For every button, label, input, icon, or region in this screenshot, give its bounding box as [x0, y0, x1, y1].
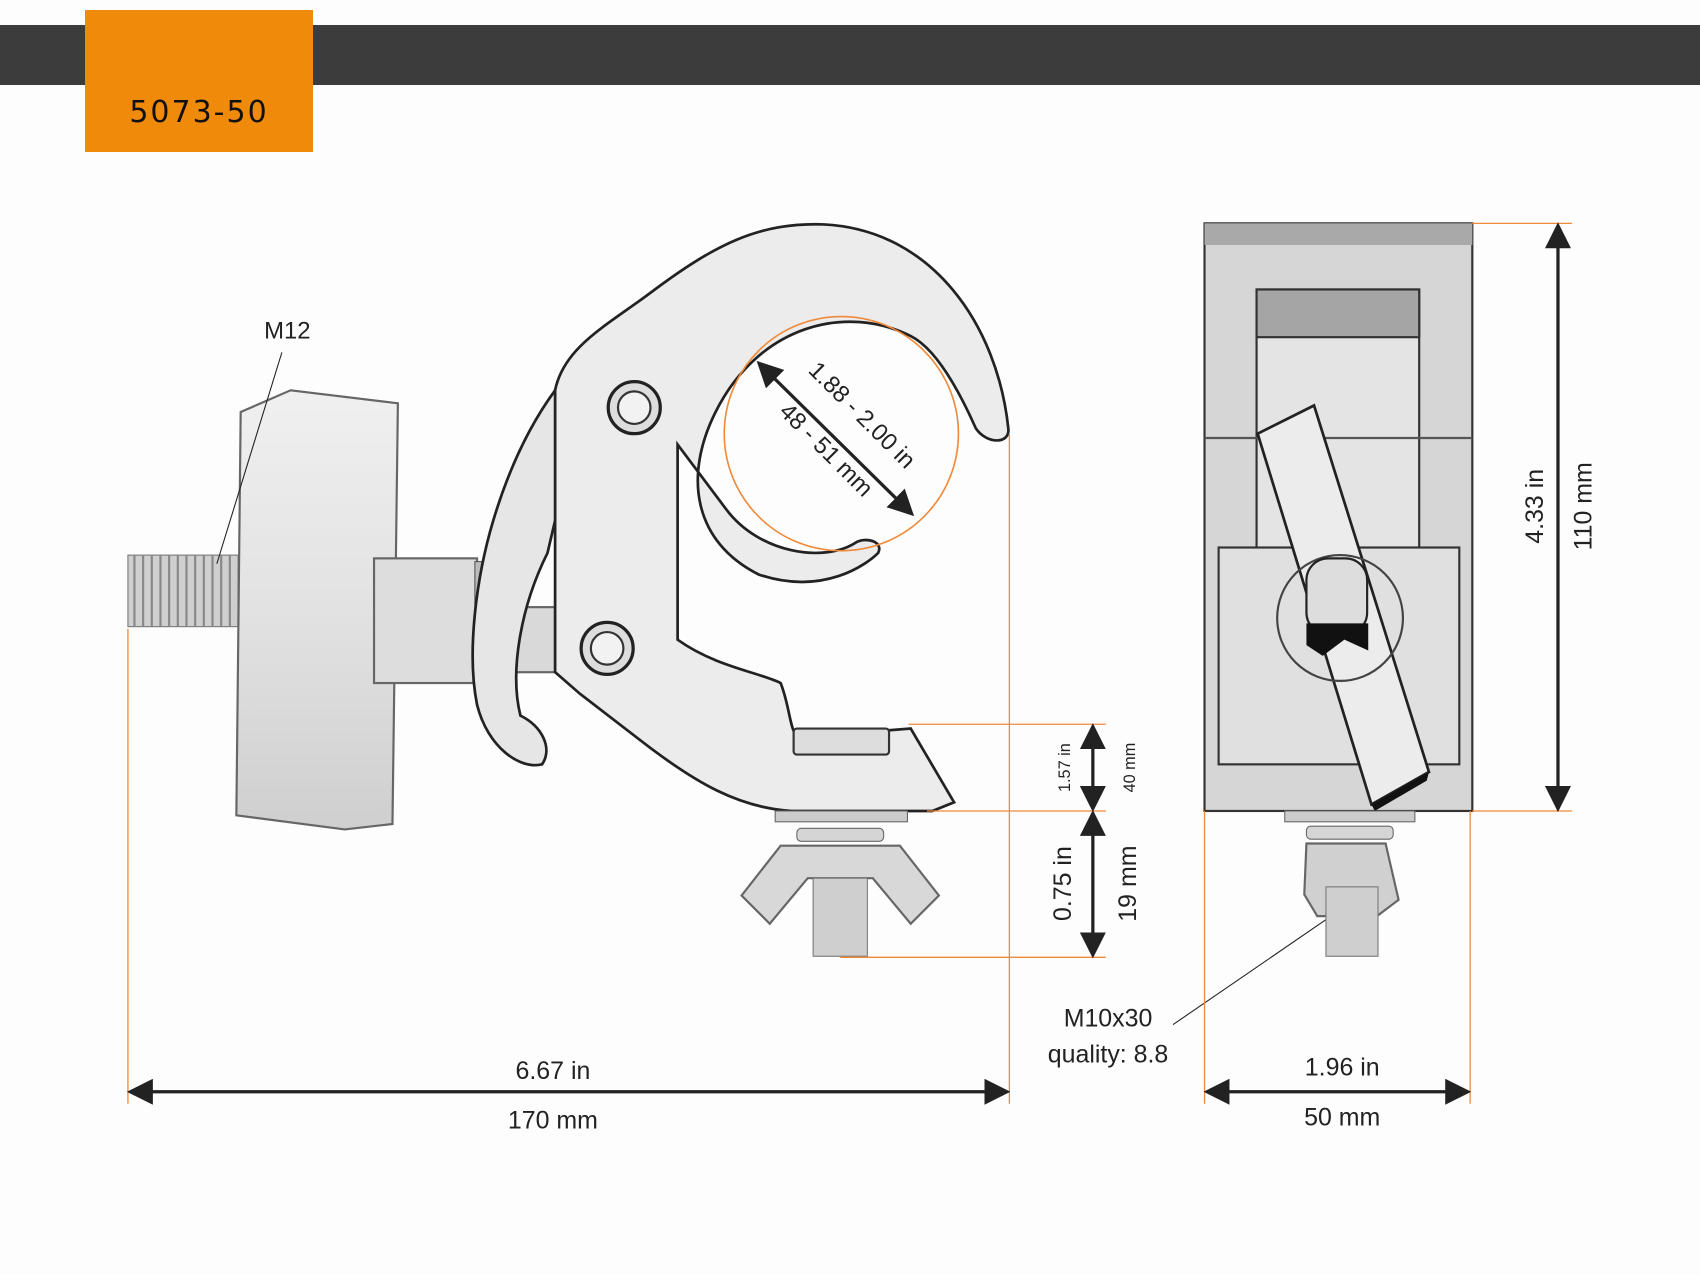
bolt-quality: quality: 8.8 — [1048, 1041, 1169, 1069]
side-view-clamp — [127, 222, 1010, 957]
bolt-thread — [812, 877, 868, 957]
jaw-gap-in: 1.57 in — [1056, 743, 1074, 792]
thread-main-label: M12 — [264, 317, 310, 344]
jaw-pad — [792, 727, 891, 756]
length-dimension — [127, 433, 1011, 1104]
part-number: 5073-50 — [129, 95, 269, 130]
bolt-spec: M10x30 — [1064, 1005, 1153, 1033]
shaft — [372, 557, 479, 685]
lever — [471, 386, 557, 767]
bolt-protrusion-in: 0.75 in — [1049, 846, 1077, 921]
jaw-dimension-lines — [840, 723, 1106, 958]
length-in: 6.67 in — [516, 1057, 591, 1085]
clamp-body — [553, 222, 1010, 813]
bolt-leader-line — [1172, 910, 1340, 1026]
bolt-protrusion-mm: 19 mm — [1114, 846, 1142, 922]
length-mm: 170 mm — [508, 1107, 598, 1135]
height-in: 4.33 in — [1521, 469, 1549, 544]
jaw-gap-mm: 40 mm — [1121, 743, 1139, 793]
wing-nut — [740, 844, 941, 926]
thread-leader-line — [216, 352, 283, 564]
width-mm: 50 mm — [1304, 1103, 1380, 1131]
front-view-clamp — [1203, 222, 1474, 957]
part-number-tab — [85, 10, 313, 152]
tube-diameter-arrow — [756, 360, 915, 517]
tube-diameter-circle — [723, 315, 960, 552]
width-in: 1.96 in — [1305, 1054, 1380, 1082]
height-mm: 110 mm — [1570, 462, 1598, 550]
wing-knob — [235, 389, 399, 831]
